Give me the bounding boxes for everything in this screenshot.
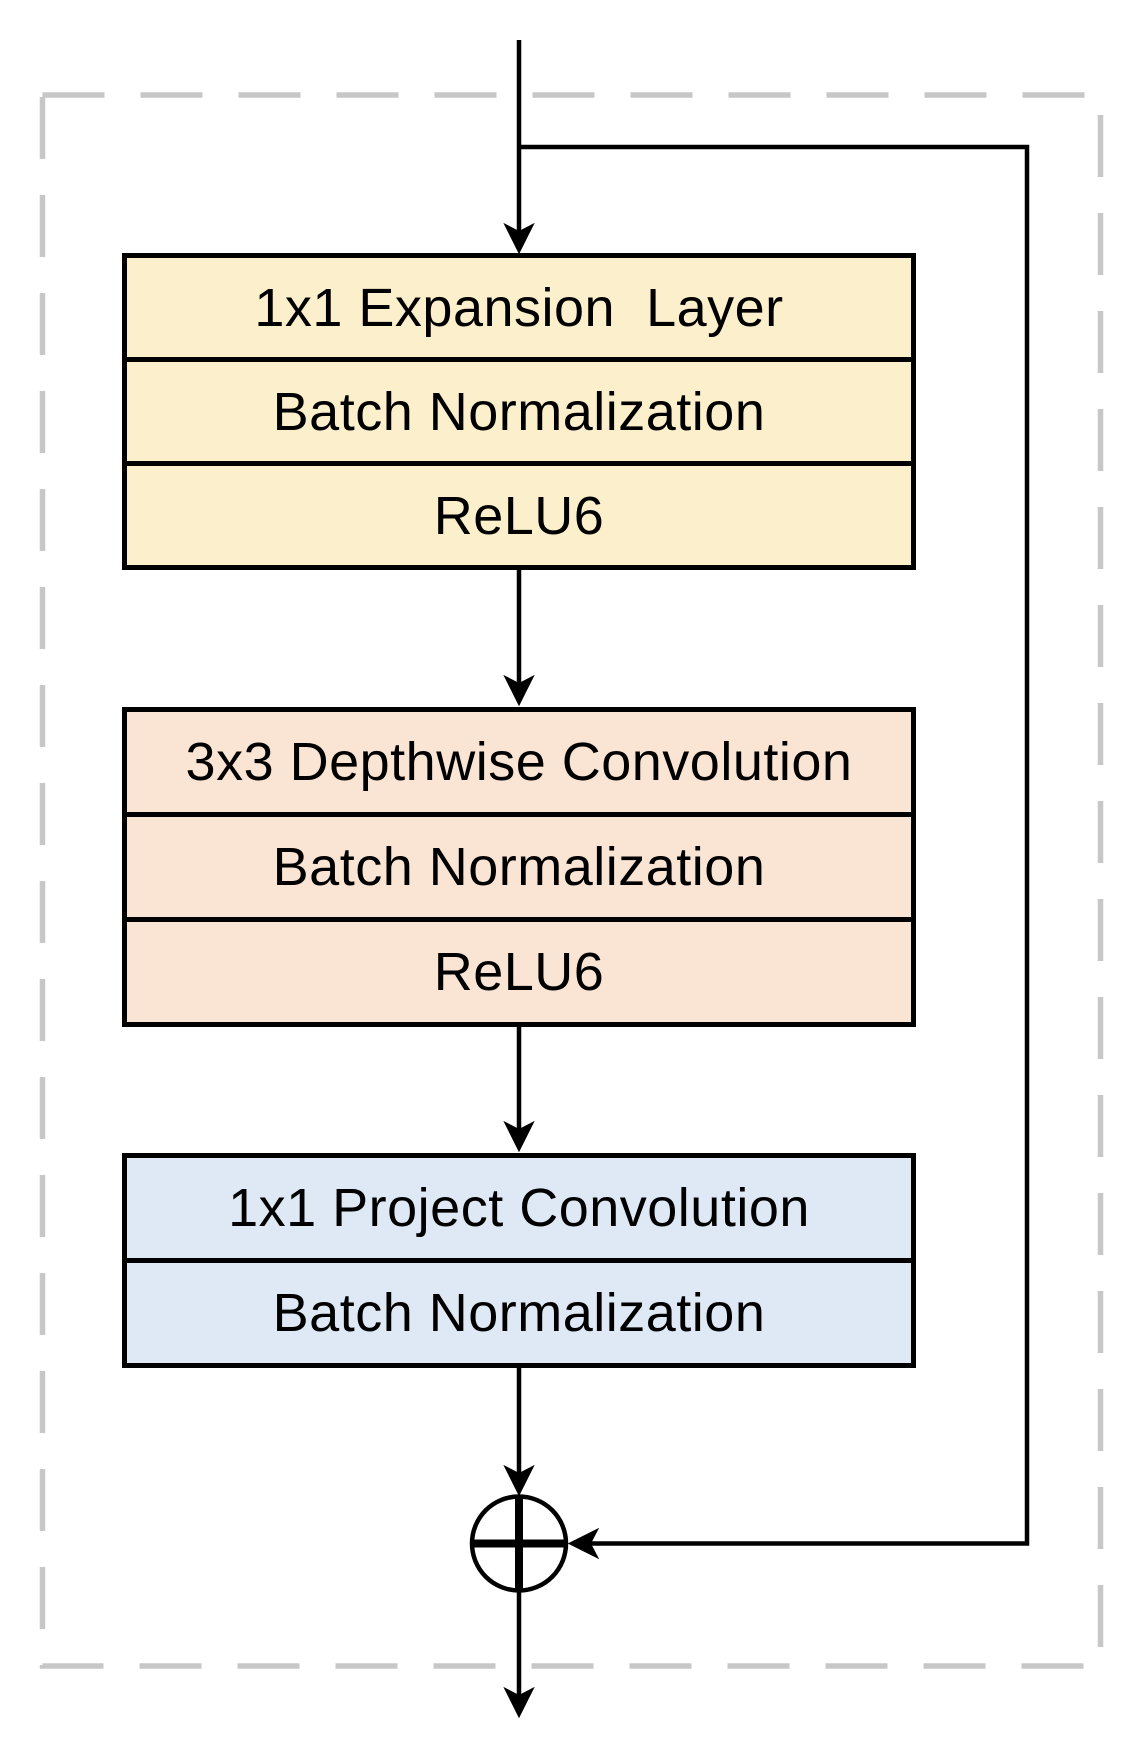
block-row: ReLU6 (127, 461, 911, 565)
block-row-label: 1x1 Expansion Layer (254, 277, 784, 338)
projection-block: 1x1 Project Convolution Batch Normalizat… (122, 1153, 916, 1368)
block-row: 1x1 Project Convolution (127, 1158, 911, 1258)
block-row: Batch Normalization (127, 357, 911, 461)
block-boundary-dashed-border (39, 92, 1104, 1669)
block-row: Batch Normalization (127, 812, 911, 917)
block-row-label: Batch Normalization (272, 1283, 766, 1343)
add-node (469, 1494, 569, 1593)
skip-connection-arrow (519, 144, 1030, 1560)
block-row-label: 1x1 Project Convolution (228, 1178, 810, 1238)
expansion-block: 1x1 Expansion Layer Batch Normalization … (122, 253, 916, 570)
block-row-label: 3x3 Depthwise Convolution (185, 732, 853, 792)
depthwise-block: 3x3 Depthwise Convolution Batch Normaliz… (122, 707, 916, 1027)
block-row: ReLU6 (127, 917, 911, 1022)
block-row: 1x1 Expansion Layer (127, 258, 911, 357)
block-row-label: Batch Normalization (272, 381, 766, 442)
block-row-label: ReLU6 (433, 485, 605, 546)
block-row: Batch Normalization (127, 1258, 911, 1363)
block-row-label: ReLU6 (433, 942, 605, 1002)
block-row: 3x3 Depthwise Convolution (127, 712, 911, 812)
block-row-label: Batch Normalization (272, 837, 766, 897)
